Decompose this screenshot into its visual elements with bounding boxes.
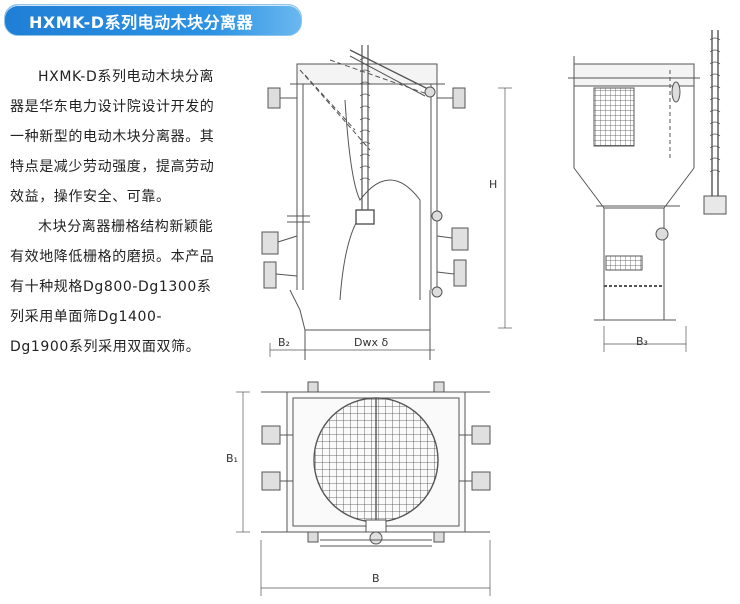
dimension-b1-label: B₁ [226, 452, 238, 465]
front-view-drawing [261, 45, 512, 360]
top-view-drawing [236, 381, 491, 596]
dimension-b3-label: B₃ [636, 335, 648, 348]
dimension-b-label: B [372, 572, 380, 585]
description-paragraph-1: HXMK-D系列电动木块分离器是华东电力设计院设计开发的一种新型的电动木块分离器… [10, 69, 215, 205]
dimension-h-label: H [489, 178, 497, 191]
title-banner: HXMK-D系列电动木块分离器 [4, 4, 302, 36]
description-paragraph-2: 木块分离器栅格结构新颖能有效地降低栅格的磨损。本产品有十种规格Dg800-Dg1… [10, 219, 215, 355]
side-view-drawing [568, 30, 727, 352]
dimension-b2-label: B₂ [278, 336, 290, 349]
dimension-dwx-label: Dwx δ [354, 336, 388, 349]
description-text: HXMK-D系列电动木块分离器是华东电力设计院设计开发的一种新型的电动木块分离器… [10, 62, 220, 362]
page-title: HXMK-D系列电动木块分离器 [29, 13, 254, 32]
